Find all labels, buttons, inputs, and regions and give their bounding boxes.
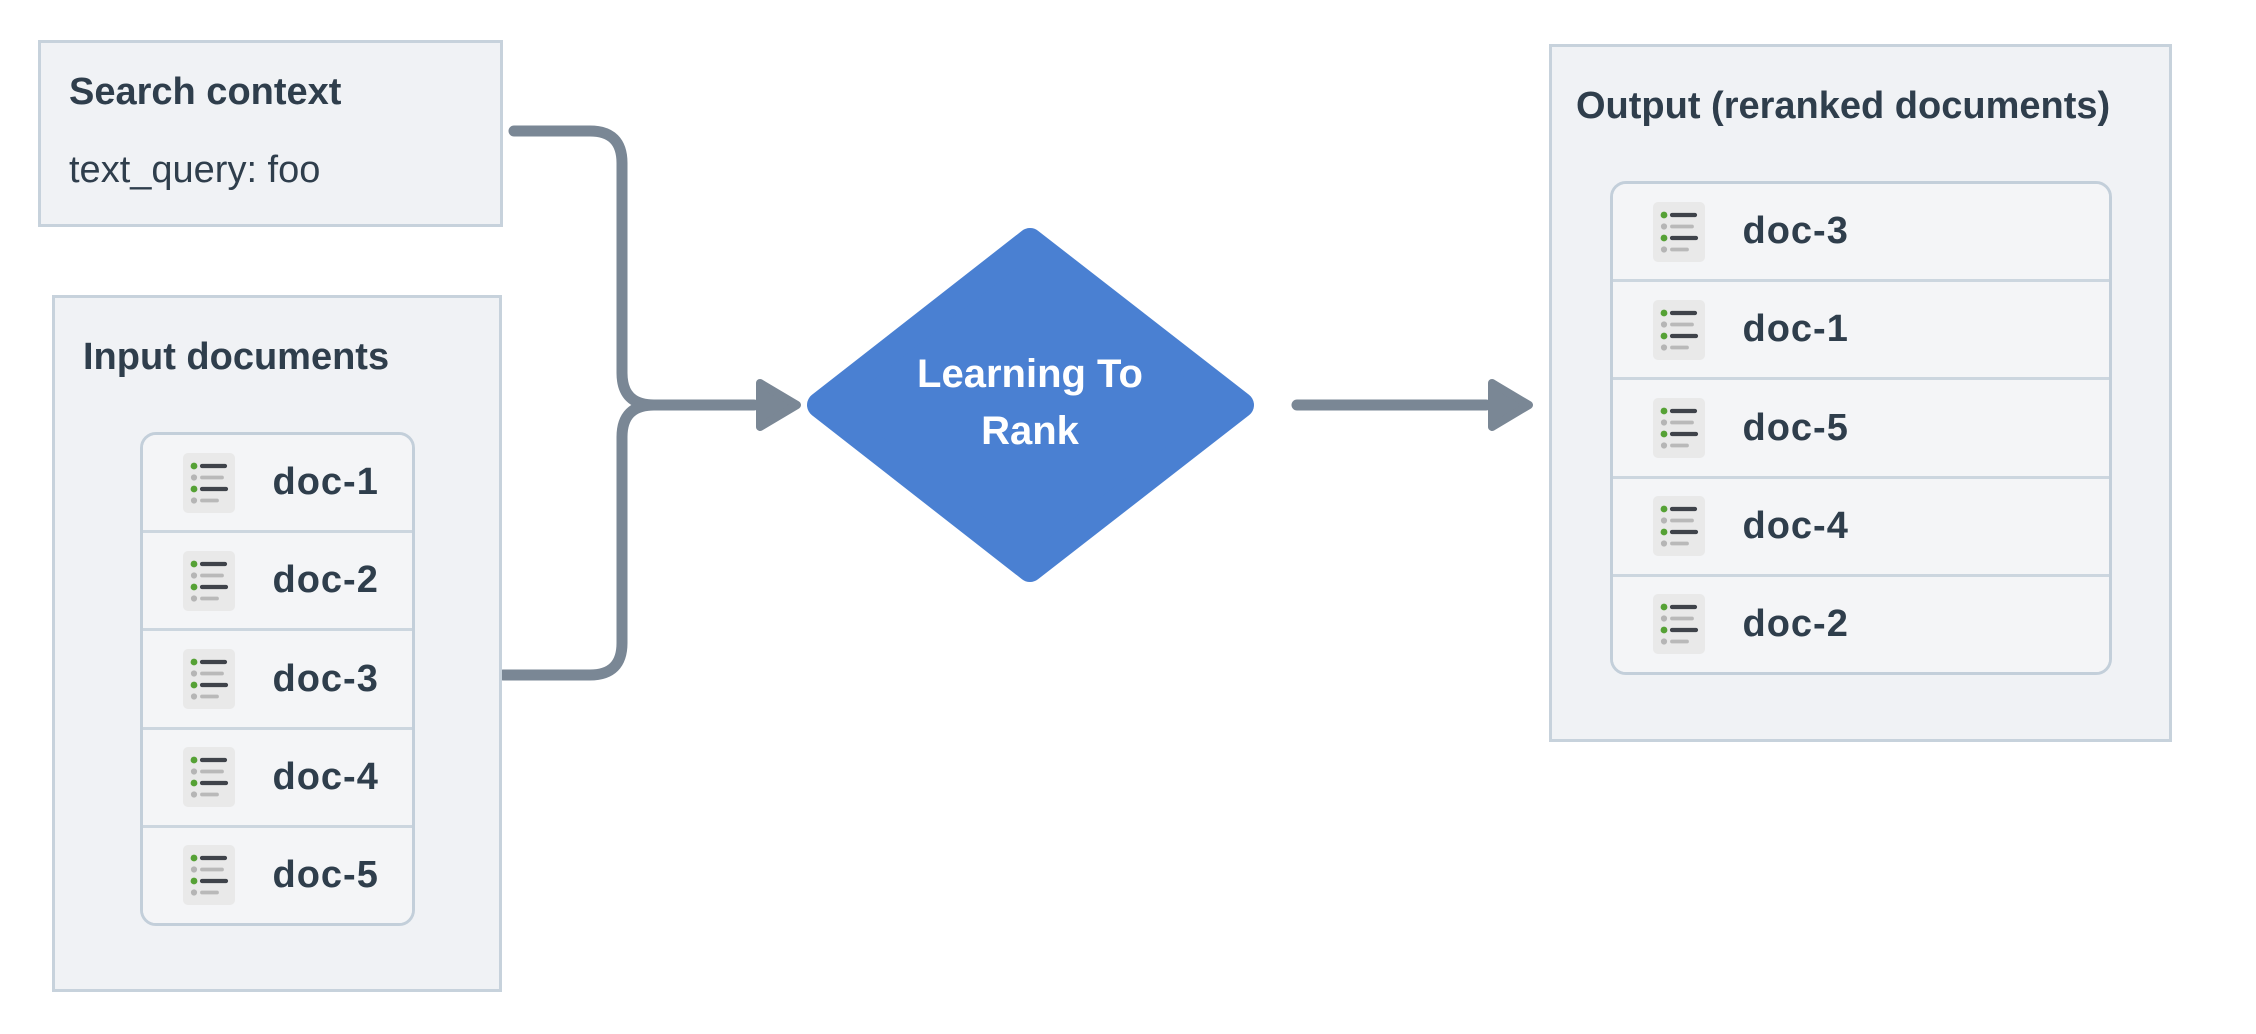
doc-label: doc-4 [1742,504,1849,547]
doc-list-item: doc-1 [1612,279,2109,378]
doc-list-item: doc-5 [1612,377,2109,476]
doc-list-item: doc-2 [1612,573,2109,672]
doc-list-item: doc-1 [142,435,412,531]
ranker-label-line1: Learning To [917,352,1143,396]
input-documents-panel: Input documents doc-1 [52,295,502,992]
merge-arrowhead-icon [756,379,801,431]
doc-label: doc-5 [1742,406,1849,449]
doc-label: doc-2 [272,559,379,602]
ranker-label-line2: Rank [981,409,1079,453]
doc-list-item: doc-2 [142,530,412,629]
document-list-icon [182,845,235,906]
output-documents-list: doc-3 doc-1 [1609,181,2112,675]
document-list-icon [182,452,235,513]
doc-label: doc-5 [272,853,379,896]
doc-label: doc-4 [272,755,379,798]
input-documents-list: doc-1 doc-2 [139,432,415,926]
doc-list-item: doc-3 [1612,184,2109,280]
document-list-icon [182,747,235,808]
search-context-connector [508,125,668,411]
document-list-icon [1652,201,1705,262]
input-documents-connector [497,399,668,681]
input-documents-title: Input documents [83,336,390,378]
output-arrowhead-icon [1488,379,1533,431]
search-context-title: Search context [69,71,342,113]
doc-list-item: doc-3 [142,628,412,727]
document-list-icon [182,649,235,709]
document-list-icon [1652,299,1705,360]
doc-list-item: doc-5 [142,824,412,923]
doc-label: doc-3 [272,657,379,700]
doc-label: doc-2 [1742,602,1849,645]
document-list-icon [1652,496,1705,557]
document-list-icon [1652,594,1705,655]
document-list-icon [1652,398,1705,458]
ranker-node-label: Learning To Rank [860,346,1200,460]
search-context-panel: Search context text_query: foo [38,40,503,227]
doc-list-item: doc-4 [1612,475,2109,574]
doc-list-item: doc-4 [142,726,412,825]
document-list-icon [182,550,235,611]
doc-label: doc-1 [272,461,379,504]
doc-label: doc-1 [1742,308,1849,351]
doc-label: doc-3 [1742,210,1849,253]
output-documents-panel: Output (reranked documents) [1549,44,2172,742]
search-query-value: text_query: foo [69,149,321,191]
output-documents-title: Output (reranked documents) [1576,85,2111,127]
